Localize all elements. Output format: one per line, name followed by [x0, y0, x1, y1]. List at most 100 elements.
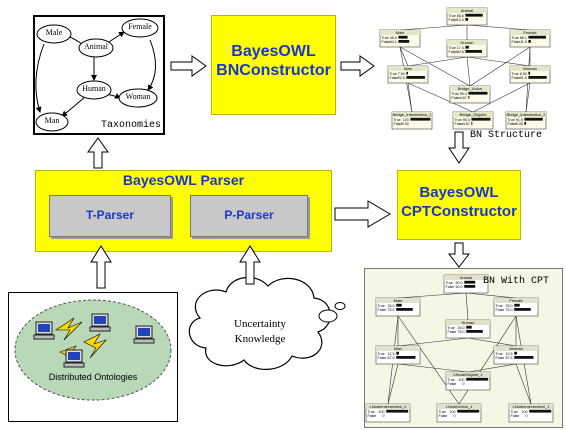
- net-state-value: 50.0: [455, 281, 462, 285]
- net-prob-bar: [464, 280, 476, 284]
- edge-human-man: [61, 95, 87, 117]
- net-state-value: 4.67: [463, 122, 470, 126]
- node-male-label: Male: [45, 28, 63, 37]
- net-prob-bar: [468, 96, 470, 99]
- parser-title: BayesOWL Parser: [122, 172, 245, 188]
- computer-icon: [33, 321, 55, 340]
- uncertainty-text-1: Uncertainty: [234, 318, 286, 330]
- net-prob-bar: [514, 356, 534, 359]
- net-state-value: 8.50: [520, 72, 527, 76]
- node-human: [76, 80, 112, 100]
- net-prob-bar: [406, 76, 425, 79]
- net-prob-bar: [528, 40, 531, 43]
- computer-icon: [63, 349, 85, 368]
- arrow-cptconstructor-to-bncpt: [447, 242, 471, 268]
- net-edge: [387, 363, 399, 405]
- p-parser-label: P-Parser: [224, 208, 274, 222]
- net-prob-bar: [396, 351, 399, 355]
- net-state-value: 11.9: [520, 40, 527, 44]
- net-edge: [467, 363, 517, 373]
- net-state-label: False: [449, 18, 458, 22]
- net-state-value: 75.0: [387, 308, 394, 312]
- net-node-label: Man: [394, 346, 402, 351]
- net-state-label: False: [378, 356, 387, 360]
- net-node-label: Human: [461, 40, 474, 45]
- net-state-value: 100: [521, 410, 527, 414]
- net-node-label: Animal: [460, 275, 472, 280]
- net-edge: [466, 24, 531, 31]
- net-prob-bar: [396, 308, 413, 311]
- net-state-value: 86.6: [457, 14, 464, 18]
- net-state-value: 12.5: [505, 352, 512, 356]
- net-state-value: 0.00: [402, 122, 409, 126]
- net-prob-bar: [410, 117, 431, 121]
- net-node-label: Male: [394, 298, 403, 303]
- taxonomy-caption: Taxonomies: [100, 120, 161, 131]
- net-prob-bar: [524, 122, 527, 125]
- arrow-ontologies-to-tparser: [90, 245, 112, 289]
- node-female-label: Female: [128, 22, 152, 31]
- net-state-label: False: [368, 414, 377, 418]
- net-state-value: 75.0: [457, 330, 464, 334]
- net-state-label: False: [512, 40, 521, 44]
- net-state-label: True: [368, 410, 375, 414]
- net-edge: [525, 82, 531, 113]
- ontologies-caption: Distributed Ontologies: [48, 372, 138, 382]
- net-state-value: 0: [453, 414, 455, 418]
- net-prob-bar: [465, 50, 482, 53]
- net-node-label: LNodeUnion_1: [446, 404, 473, 409]
- net-prob-bar: [406, 71, 408, 75]
- net-node-label: Bridge_Union: [458, 86, 482, 91]
- net-state-label: False: [496, 356, 505, 360]
- net-node-label: Male: [396, 30, 405, 35]
- net-state-label: True: [496, 352, 503, 356]
- cpt-constructor-title-2: CPTConstructor: [401, 203, 517, 220]
- node-female: [121, 18, 159, 38]
- arrow-parser-to-cptconstructor: [334, 200, 391, 228]
- net-node-label: Bridge_Intersection_2: [507, 112, 547, 117]
- net-edge: [472, 82, 531, 113]
- computer-icon: [133, 325, 155, 344]
- net-prob-bar: [528, 71, 531, 75]
- net-state-label: True: [452, 92, 459, 96]
- net-state-value: 17.4: [457, 46, 464, 50]
- net-state-value: 100: [378, 410, 384, 414]
- net-edge: [469, 46, 531, 87]
- computer-icon: [89, 313, 111, 332]
- net-state-label: False: [449, 50, 458, 54]
- net-state-label: True: [446, 281, 453, 285]
- net-prob-bar: [529, 409, 552, 413]
- net-node-label: LNodeIntersection_2: [370, 404, 408, 409]
- net-state-label: True: [449, 46, 456, 50]
- net-prob-bar: [528, 35, 547, 39]
- net-state-value: 92.5: [398, 76, 405, 80]
- net-state-value: 13.4: [457, 18, 464, 22]
- net-state-value: 45.9: [390, 36, 397, 40]
- net-state-value: 100: [449, 410, 455, 414]
- net-state-label: True: [448, 326, 455, 330]
- p-parser-button[interactable]: [190, 195, 308, 237]
- arrow-uncertainty-to-pparser: [239, 245, 261, 285]
- net-prob-bar: [464, 285, 476, 288]
- lightning-bolt-icon: [55, 317, 83, 341]
- net-prob-bar: [398, 40, 410, 43]
- net-state-label: False: [511, 414, 520, 418]
- net-node-label: Woman: [509, 346, 523, 351]
- t-parser-button[interactable]: [49, 195, 171, 237]
- net-state-label: False: [508, 122, 517, 126]
- net-edge: [399, 24, 468, 31]
- net-state-value: 0: [525, 414, 527, 418]
- net-prob-bar: [471, 122, 473, 125]
- net-edge: [397, 292, 467, 299]
